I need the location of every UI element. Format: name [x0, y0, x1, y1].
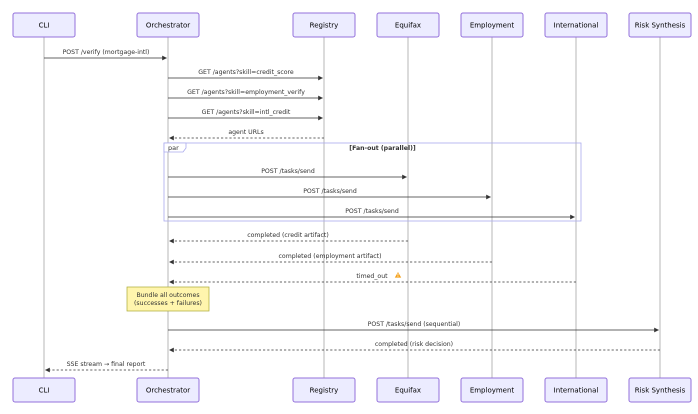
participant-orch-bottom: Orchestrator: [136, 377, 200, 403]
participant-emp-bottom: Employment: [460, 377, 524, 403]
participant-reg-bottom: Registry: [292, 377, 356, 403]
message-11: timed_out!: [169, 272, 576, 285]
message-label: SSE stream → final report: [67, 361, 146, 368]
participant-reg-top: Registry: [292, 12, 356, 38]
participant-label: CLI: [39, 22, 50, 30]
participant-box: [460, 12, 524, 38]
message-label: GET /agents?skill=employment_verify: [187, 89, 305, 96]
message-label: GET /agents?skill=intl_credit: [202, 109, 291, 116]
note-line: (successes + failures): [134, 300, 202, 307]
warning-mark: !: [397, 273, 399, 278]
message-1: POST /verify (mortgage-intl): [44, 49, 167, 61]
participant-box: [460, 377, 524, 403]
message-label: GET /agents?skill=credit_score: [198, 69, 294, 76]
participant-label: Orchestrator: [146, 387, 190, 395]
participant-label: Equifax: [395, 387, 421, 395]
participant-box: [12, 377, 76, 403]
participant-risk-bottom: Risk Synthesis: [628, 377, 692, 403]
message-12: POST /tasks/send (sequential): [168, 321, 659, 333]
message-label: completed (employment artifact): [279, 253, 382, 260]
participant-cli-top: CLI: [12, 12, 76, 38]
message-10: completed (employment artifact): [169, 253, 492, 265]
message-label: POST /tasks/send: [345, 208, 399, 215]
par-tab: [163, 142, 187, 153]
participant-risk-top: Risk Synthesis: [628, 12, 692, 38]
participant-cli-bottom: CLI: [12, 377, 76, 403]
message-13: completed (risk decision): [169, 341, 660, 353]
message-9: completed (credit artifact): [169, 232, 408, 244]
note-line: Bundle all outcomes: [136, 292, 199, 299]
participant-box: [544, 12, 608, 38]
participant-box: [292, 12, 356, 38]
participant-orch-top: Orchestrator: [136, 12, 200, 38]
message-label: completed (credit artifact): [247, 232, 329, 239]
participant-label: Orchestrator: [146, 22, 190, 30]
participant-label: Registry: [310, 387, 339, 395]
message-14: SSE stream → final report: [45, 361, 168, 373]
participant-box: [12, 12, 76, 38]
warning-triangle: [394, 272, 402, 278]
par-title: [Fan-out (parallel)]: [349, 145, 416, 152]
warning-icon: !: [394, 272, 402, 278]
par-frame: [163, 142, 582, 222]
message-label: POST /tasks/send (sequential): [368, 321, 461, 328]
message-7: POST /tasks/send: [168, 188, 491, 200]
participant-label: Equifax: [395, 22, 421, 30]
participant-box: [544, 377, 608, 403]
participant-label: Employment: [470, 387, 515, 395]
participant-box: [376, 12, 440, 38]
message-label: POST /tasks/send: [303, 188, 357, 195]
message-6: POST /tasks/send: [168, 168, 407, 180]
par-keyword: par: [168, 144, 179, 152]
message-label: completed (risk decision): [375, 341, 453, 348]
message-3: GET /agents?skill=employment_verify: [168, 89, 323, 101]
participant-box: [628, 12, 692, 38]
participant-emp-top: Employment: [460, 12, 524, 38]
message-label: timed_out: [356, 273, 388, 280]
participant-box: [628, 377, 692, 403]
participant-label: Registry: [310, 22, 339, 30]
participant-label: Risk Synthesis: [635, 387, 686, 395]
participant-label: International: [554, 387, 599, 395]
participant-equifax-bottom: Equifax: [376, 377, 440, 403]
participant-box: [136, 377, 200, 403]
participant-box: [376, 377, 440, 403]
note: Bundle all outcomes(successes + failures…: [126, 286, 210, 312]
message-4: GET /agents?skill=intl_credit: [168, 109, 323, 121]
message-label: POST /tasks/send: [261, 168, 315, 175]
message-5: agent URLs: [169, 129, 324, 141]
participant-label: Employment: [470, 22, 515, 30]
message-8: POST /tasks/send: [168, 208, 575, 220]
participant-label: CLI: [39, 387, 50, 395]
participant-intl-top: International: [544, 12, 608, 38]
participant-label: International: [554, 22, 599, 30]
message-2: GET /agents?skill=credit_score: [168, 69, 323, 81]
participant-equifax-top: Equifax: [376, 12, 440, 38]
participant-intl-bottom: International: [544, 377, 608, 403]
message-label: POST /verify (mortgage-intl): [63, 49, 150, 56]
message-label: agent URLs: [228, 129, 263, 136]
participant-box: [292, 377, 356, 403]
note-box: [126, 286, 210, 312]
participant-box: [136, 12, 200, 38]
participant-label: Risk Synthesis: [635, 22, 686, 30]
